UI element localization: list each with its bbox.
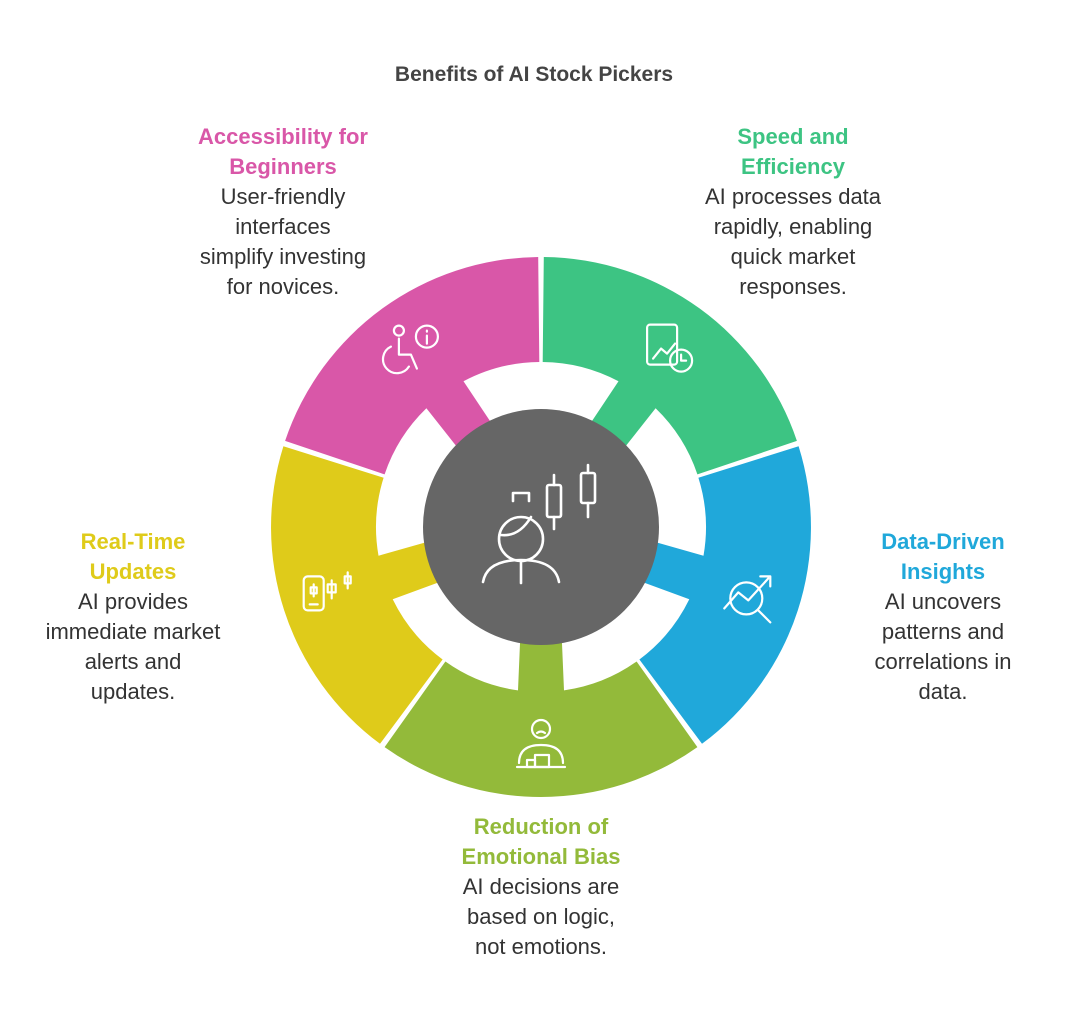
- realtime-desc-3: alerts and: [84, 649, 182, 674]
- bias-heading-1: Reduction of: [473, 814, 609, 839]
- access-desc-2: interfaces: [235, 214, 331, 239]
- chart-magnifier-icon: [723, 575, 772, 624]
- access-desc-4: for novices.: [226, 274, 340, 299]
- speed-heading-2: Efficiency: [741, 154, 845, 179]
- realtime-heading-2: Updates: [89, 559, 177, 584]
- bias-desc-3: not emotions.: [474, 934, 608, 959]
- realtime-desc-1: AI provides: [77, 589, 189, 614]
- segment-data: [639, 446, 811, 744]
- data-desc-4: data.: [918, 679, 968, 704]
- realtime-text: Real-Time Updates AI provides immediate …: [3, 527, 263, 707]
- segment-realtime: [271, 446, 443, 744]
- data-text: Data-Driven Insights AI uncovers pattern…: [813, 527, 1068, 707]
- bias-text: Reduction of Emotional Bias AI decisions…: [411, 812, 671, 962]
- speed-desc-4: responses.: [739, 274, 847, 299]
- speed-desc-3: quick market: [730, 244, 856, 269]
- data-desc-2: patterns and: [881, 619, 1005, 644]
- speed-text: Speed and Efficiency AI processes data r…: [663, 122, 923, 302]
- segment-access: [285, 257, 540, 475]
- access-desc-3: simplify investing: [199, 244, 367, 269]
- phone-candlestick-icon: [302, 571, 352, 612]
- access-desc-1: User-friendly: [220, 184, 346, 209]
- data-desc-1: AI uncovers: [884, 589, 1002, 614]
- document-chart-clock-icon: [645, 323, 694, 373]
- realtime-heading-1: Real-Time: [80, 529, 186, 554]
- diagram-title: Benefits of AI Stock Pickers: [394, 63, 674, 86]
- speed-heading-1: Speed and: [737, 124, 849, 149]
- bias-heading-2: Emotional Bias: [461, 844, 621, 869]
- bias-desc-1: AI decisions are: [462, 874, 620, 899]
- data-desc-3: correlations in: [874, 649, 1012, 674]
- access-heading-1: Accessibility for: [198, 124, 368, 149]
- realtime-desc-4: updates.: [90, 679, 176, 704]
- bias-desc-2: based on logic,: [467, 904, 615, 929]
- realtime-desc-2: immediate market: [45, 619, 221, 644]
- data-heading-1: Data-Driven: [881, 529, 1005, 554]
- access-heading-2: Beginners: [229, 154, 337, 179]
- speed-desc-1: AI processes data: [704, 184, 882, 209]
- segment-speed: [542, 257, 797, 475]
- investor-candlestick-icon: [481, 463, 597, 585]
- person-at-desk-icon: [515, 718, 567, 769]
- speed-desc-2: rapidly, enabling: [713, 214, 873, 239]
- center-circle: [423, 409, 659, 645]
- data-heading-2: Insights: [900, 559, 986, 584]
- access-text: Accessibility for Beginners User-friendl…: [153, 122, 413, 302]
- accessibility-info-icon: [381, 324, 439, 375]
